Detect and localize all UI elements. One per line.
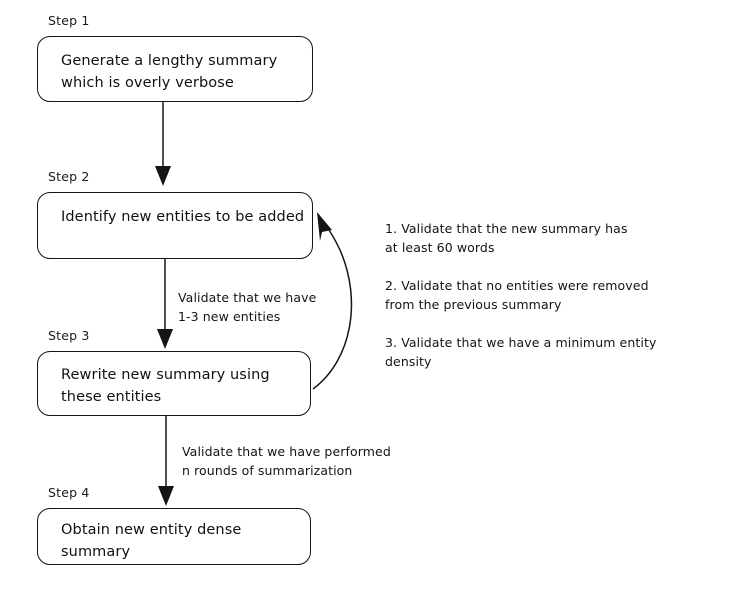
connector-step2-step3 (157, 259, 173, 349)
edge-label-step3-step4: Validate that we have performed n rounds… (182, 444, 391, 478)
step-box-4-text: Obtain new entity dense summary (61, 522, 242, 560)
validation-note-3: 3. Validate that we have a minimum entit… (385, 335, 657, 369)
validation-notes-list: 1. Validate that the new summary has at … (385, 219, 705, 371)
step-box-1[interactable]: Generate a lengthy summary which is over… (37, 36, 313, 102)
step-box-4[interactable]: Obtain new entity dense summary (37, 508, 311, 565)
validation-note-1: 1. Validate that the new summary has at … (385, 221, 628, 255)
step-label-3: Step 3 (48, 328, 90, 343)
step-label-1: Step 1 (48, 13, 90, 28)
connector-step3-step4 (158, 416, 174, 506)
connector-step1-step2 (155, 102, 171, 186)
step-box-3[interactable]: Rewrite new summary using these entities (37, 351, 311, 416)
step-box-3-text: Rewrite new summary using these entities (61, 367, 270, 405)
edge-label-step2-step3: Validate that we have 1-3 new entities (178, 290, 317, 324)
step-box-2[interactable]: Identify new entities to be added (37, 192, 313, 259)
step-box-2-text: Identify new entities to be added (61, 209, 305, 225)
connector-step3-step2-feedback (312, 212, 353, 390)
step-box-1-text: Generate a lengthy summary which is over… (61, 53, 278, 91)
validation-note-2: 2. Validate that no entities were remove… (385, 278, 649, 312)
step-label-4: Step 4 (48, 485, 90, 500)
step-label-2: Step 2 (48, 169, 90, 184)
